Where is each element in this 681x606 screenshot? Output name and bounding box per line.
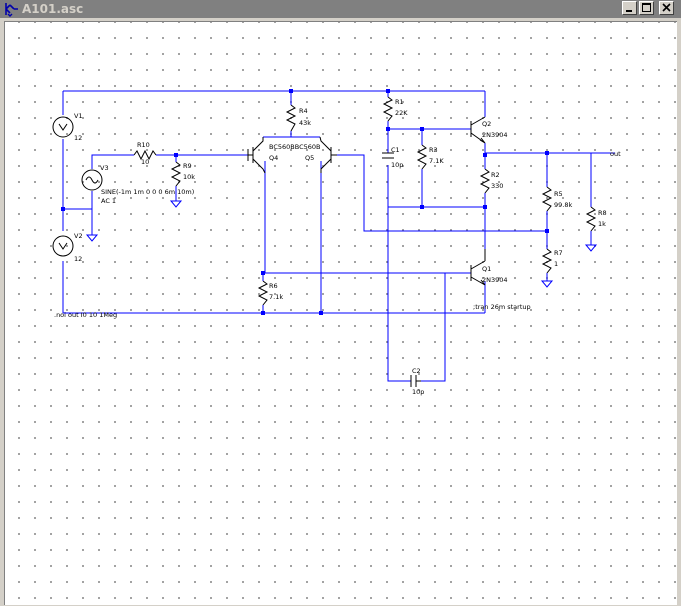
schematic[interactable]: V1 12 V2 12 V3 SINE(-1m 1m 0 0 0 6m 10m)… xyxy=(5,22,678,606)
tran-directive: ;tran 26m startup xyxy=(473,303,531,311)
c1-symbol xyxy=(382,152,394,159)
r4-name: R4 xyxy=(299,107,308,115)
q1-name: Q1 xyxy=(482,265,491,273)
window-title: A101.asc xyxy=(22,2,84,16)
r3-value: 7.1K xyxy=(429,157,444,165)
close-icon xyxy=(662,3,671,12)
r8-name: R8 xyxy=(598,209,607,217)
c1-name: C1 xyxy=(391,146,400,154)
noise-directive: .noi out I0 10 1Meg xyxy=(54,311,117,319)
q5-name: Q5 xyxy=(305,154,314,162)
wires xyxy=(62,90,615,382)
v3-symbol xyxy=(81,169,103,191)
r7-name: R7 xyxy=(554,249,563,257)
diff-pair-model: BC560BBC560B xyxy=(269,143,321,151)
r6-value: 7.1k xyxy=(269,293,283,301)
minimize-button[interactable] xyxy=(622,1,637,15)
r5-value: 99.8k xyxy=(554,201,572,209)
r1-value: 22K xyxy=(395,109,408,117)
v1-name: V1 xyxy=(74,112,83,120)
q1-model: 2N3904 xyxy=(482,276,508,284)
r2-name: R2 xyxy=(491,171,500,179)
r5-name: R5 xyxy=(554,190,563,198)
v3-value: SINE(-1m 1m 0 0 0 6m 10m) xyxy=(101,188,194,196)
r7-value: 1 xyxy=(554,260,558,268)
r9-value: 10k xyxy=(183,173,195,181)
labels: V1 12 V2 12 V3 SINE(-1m 1m 0 0 0 6m 10m)… xyxy=(54,98,621,396)
r4-symbol xyxy=(285,104,297,132)
out-net-label: out xyxy=(610,150,621,158)
close-button[interactable] xyxy=(659,1,674,15)
maximize-icon xyxy=(642,3,651,12)
v2-symbol xyxy=(52,235,74,257)
c1-value: 10p xyxy=(391,161,403,169)
v2-value: 12 xyxy=(74,255,82,263)
r10-value: 10 xyxy=(141,158,149,166)
v1-symbol xyxy=(52,116,74,138)
component-symbols xyxy=(52,96,597,387)
q5-symbol xyxy=(319,136,337,173)
c2-name: C2 xyxy=(412,367,421,375)
v2-name: V2 xyxy=(74,232,83,240)
r2-symbol xyxy=(479,168,491,194)
r8-value: 1k xyxy=(598,220,606,228)
v1-value: 12 xyxy=(74,134,82,142)
q4-name: Q4 xyxy=(269,154,278,162)
q2-name: Q2 xyxy=(482,120,491,128)
r1-name: R1 xyxy=(395,98,404,106)
r5-symbol xyxy=(541,186,553,212)
r2-value: 330 xyxy=(491,182,503,190)
junctions xyxy=(61,89,549,315)
r8-symbol xyxy=(585,206,597,232)
r1-symbol xyxy=(382,96,394,122)
r6-symbol xyxy=(257,280,269,306)
r9-name: R9 xyxy=(183,162,192,170)
r10-symbol xyxy=(133,149,157,161)
schematic-icon xyxy=(5,3,18,17)
r4-value: 43k xyxy=(299,119,311,127)
c2-value: 10p xyxy=(412,388,424,396)
maximize-button[interactable] xyxy=(639,1,654,15)
r3-name: R3 xyxy=(429,146,438,154)
q4-symbol xyxy=(247,137,266,174)
q1-symbol xyxy=(470,249,486,286)
q2-model: 2N3904 xyxy=(482,131,508,139)
v3-name: V3 xyxy=(100,164,109,172)
c2-symbol xyxy=(410,375,421,387)
r6-name: R6 xyxy=(269,282,278,290)
minimize-icon xyxy=(626,10,632,12)
v3-ac: AC 1 xyxy=(101,197,116,205)
r7-symbol xyxy=(541,248,553,274)
ground-symbols xyxy=(85,200,598,288)
r10-name: R10 xyxy=(137,141,150,149)
title-bar[interactable]: A101.asc xyxy=(0,0,681,18)
schematic-canvas[interactable]: V1 12 V2 12 V3 SINE(-1m 1m 0 0 0 6m 10m)… xyxy=(4,21,677,605)
r9-symbol xyxy=(170,161,182,187)
q2-symbol xyxy=(470,116,486,144)
r3-symbol xyxy=(416,144,428,170)
